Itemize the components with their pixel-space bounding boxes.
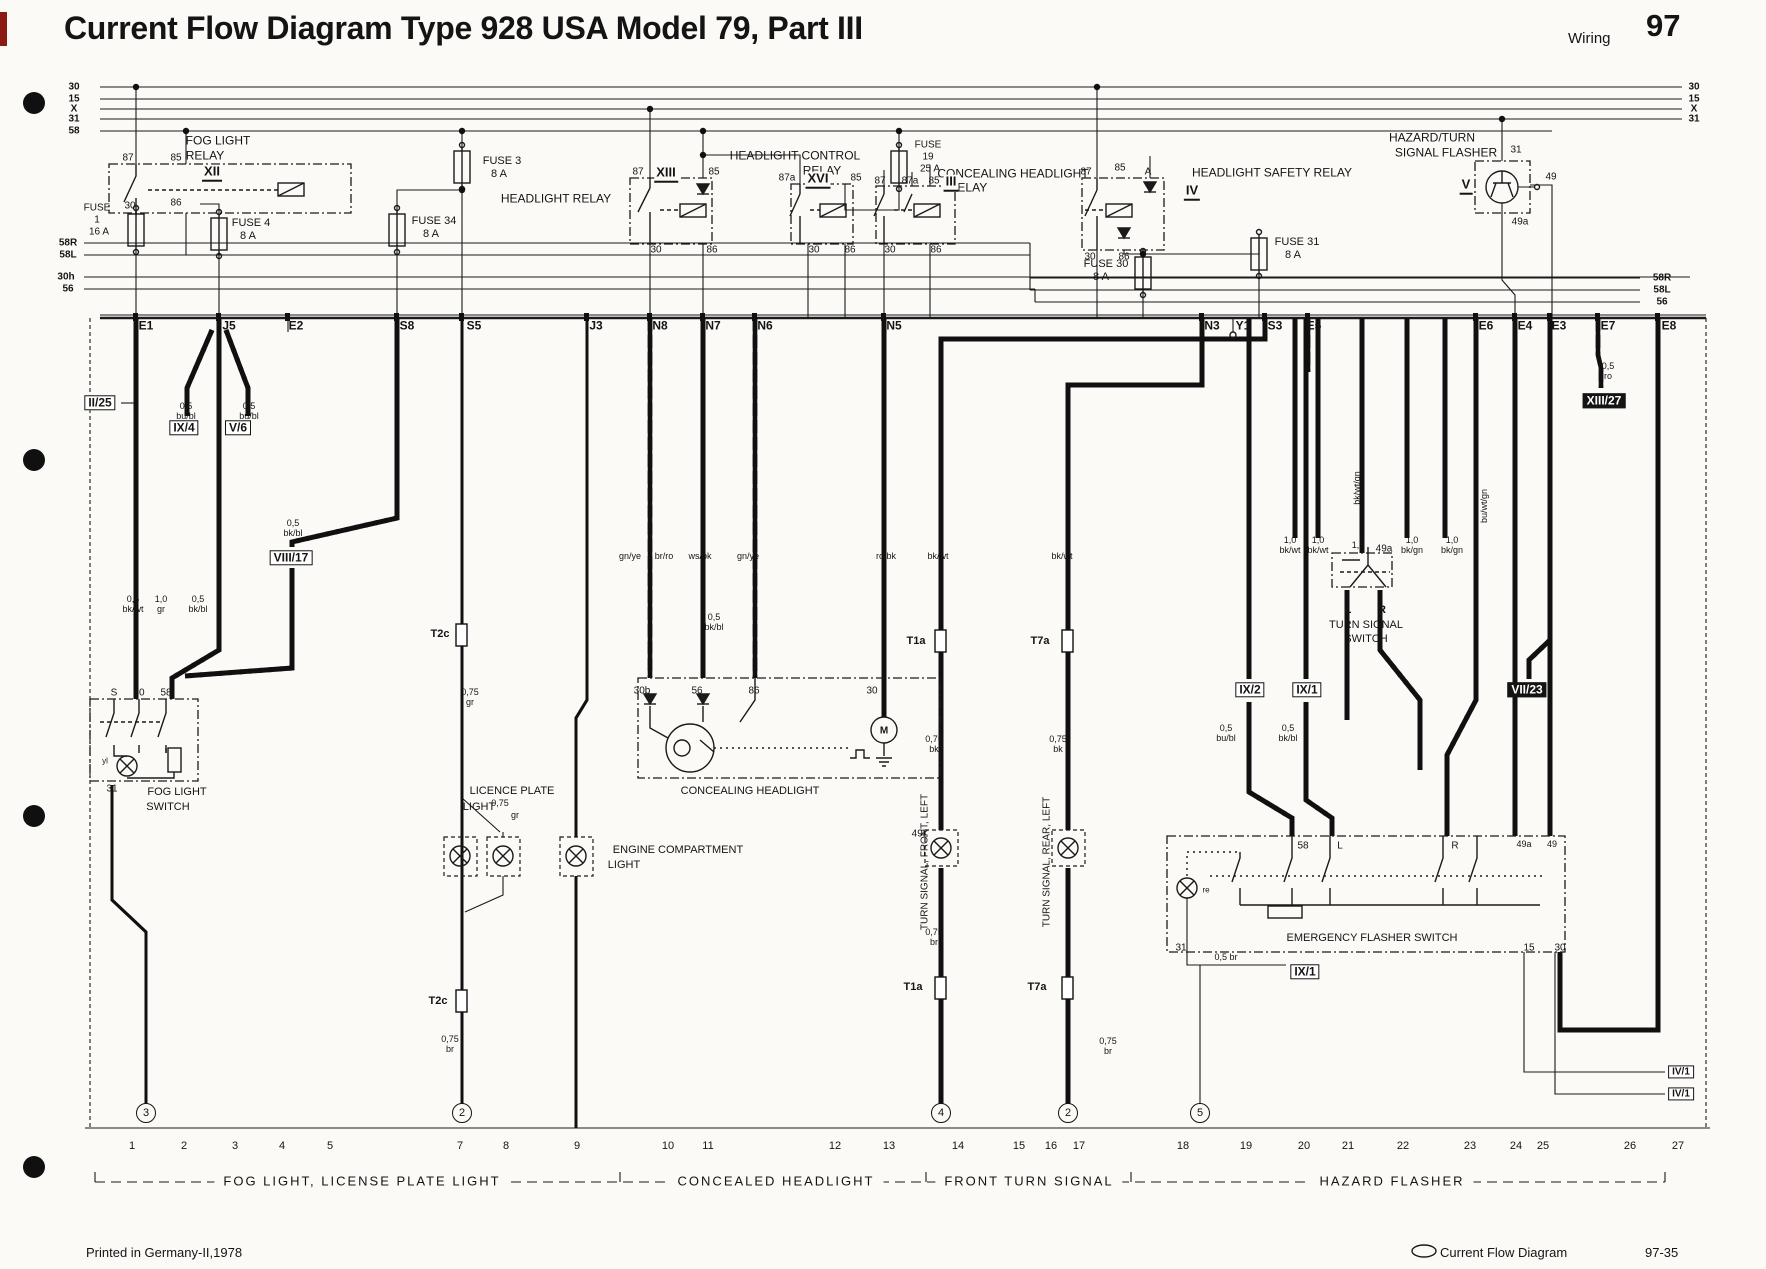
e8-wire [1557,318,1661,1033]
hatched-wires [133,318,1553,1105]
emergency-flasher-internals [1186,836,1545,919]
brand-logo-icon [1411,1244,1437,1258]
footer-printed: Printed in Germany-II,1978 [86,1245,243,1260]
connector-marks [132,83,1660,1013]
double-wires [110,318,589,1128]
fuses [127,141,1268,299]
page-title: Current Flow Diagram Type 928 USA Model … [64,10,863,46]
page-marks [0,12,1437,1258]
fog-switch-internals [100,699,182,779]
footer-doc-number: 97-35 [1645,1245,1679,1260]
turn-signal-switch-internals [1340,547,1390,588]
bus-lines [84,86,1710,1129]
component-boxes [89,160,1566,953]
concealing-headlight-internals [643,678,898,773]
section-bracket [94,1172,1666,1183]
relay-internals [123,164,1541,250]
wiring-label: Wiring [1568,30,1611,47]
thin-wires [121,87,1665,1105]
page-number: 97 [1646,8,1681,43]
footer-brand: Current Flow Diagram [1440,1245,1568,1260]
hollow-wires [647,318,1604,678]
